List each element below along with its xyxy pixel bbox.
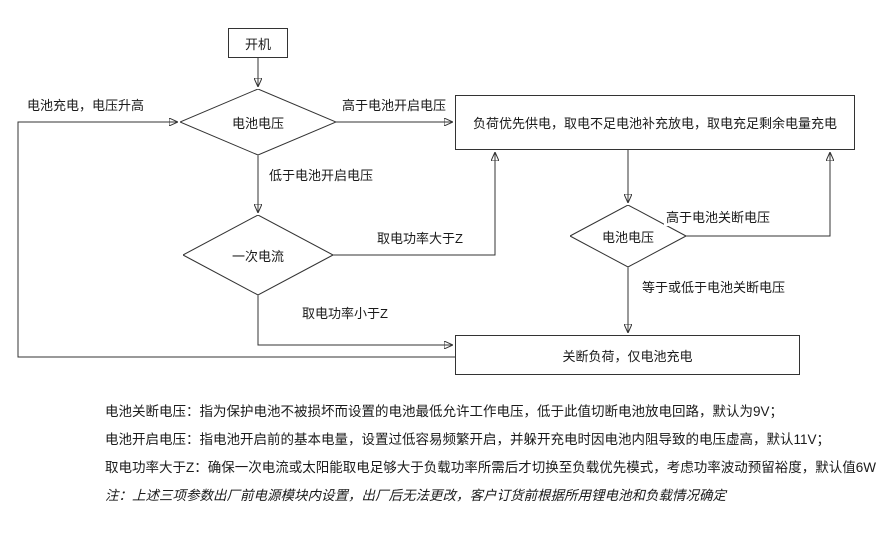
- node-start-label: 开机: [244, 36, 271, 52]
- edge-label-power-greater-z: 取电功率大于Z: [375, 228, 465, 247]
- node-battery-voltage: 电池电压: [180, 89, 336, 155]
- node-load-priority: 负荷优先供电，取电不足电池补充放电，取电充足剩余电量充电: [455, 95, 855, 150]
- node-load-off: 关断负荷，仅电池充电: [455, 335, 800, 375]
- edge-label-power-less-z: 取电功率小于Z: [300, 303, 390, 322]
- node-primary-current: 一次电流: [183, 215, 333, 295]
- node-battery-voltage-label: 电池电压: [231, 115, 284, 131]
- edge-label-below-cutoff: 等于或低于电池关断电压: [640, 277, 788, 296]
- note-cutoff-voltage: 电池关断电压：指为保护电池不被损坏而设置的电池最低允许工作电压，低于此值切断电池…: [105, 404, 784, 419]
- node-primary-current-label: 一次电流: [231, 248, 284, 264]
- note-turn-on-voltage: 电池开启电压：指电池开启前的基本电量，设置过低容易频繁开启，并躲开充电时因电池内…: [105, 432, 831, 447]
- note-power-threshold: 取电功率大于Z：确保一次电流或太阳能取电足够大于负载功率所需后才切换至负载优先模…: [105, 460, 876, 475]
- note-factory-settings: 注：上述三项参数出厂前电源模块内设置，出厂后无法更改，客户订货前根据所用锂电池和…: [105, 488, 726, 503]
- edge-label-below-turn-on: 低于电池开启电压: [267, 165, 376, 184]
- node-load-off-label: 关断负荷，仅电池充电: [562, 348, 693, 364]
- node-battery-voltage-2-label: 电池电压: [601, 229, 654, 245]
- diamond-shape: [183, 215, 333, 295]
- edge-label-above-turn-on: 高于电池开启电压: [340, 95, 449, 114]
- diamond-shape: [180, 89, 336, 155]
- node-load-priority-label: 负荷优先供电，取电不足电池补充放电，取电充足剩余电量充电: [472, 116, 837, 131]
- node-battery-voltage-2: 电池电压: [570, 205, 686, 267]
- edge-label-charge-voltage-rise: 电池充电，电压升高: [25, 95, 147, 114]
- node-start: 开机: [228, 28, 288, 58]
- edge-label-above-cutoff: 高于电池关断电压: [664, 207, 773, 226]
- notes-block: 电池关断电压：指为保护电池不被损坏而设置的电池最低允许工作电压，低于此值切断电池…: [105, 398, 876, 510]
